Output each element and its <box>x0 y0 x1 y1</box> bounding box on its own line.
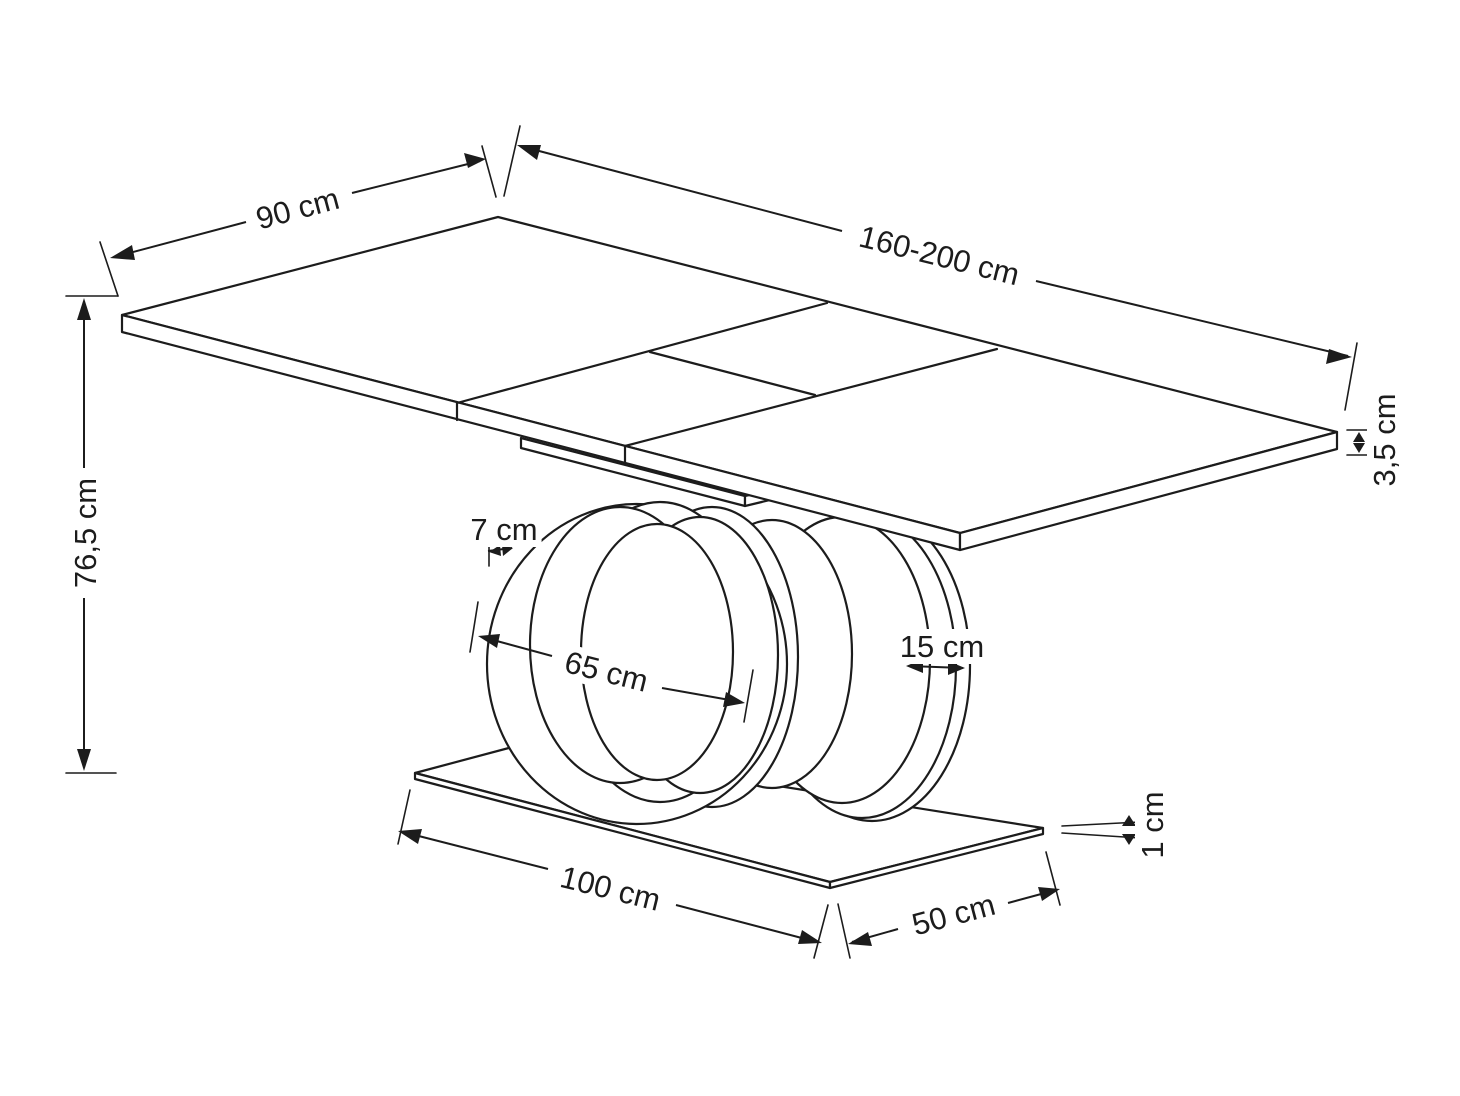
label-backing <box>1135 787 1170 863</box>
base-thickness-label: 1 cm <box>1135 791 1170 858</box>
top-thickness-label: 3,5 cm <box>1367 393 1402 486</box>
base-width-label: 50 cm <box>908 887 999 943</box>
label-backing <box>466 512 542 547</box>
base-length-label: 100 cm <box>557 859 664 918</box>
table-top <box>120 215 1339 552</box>
label-backing <box>904 885 1003 944</box>
label-backing <box>1367 389 1402 491</box>
dimension-height: 76,5 cm <box>65 295 119 774</box>
dimension-ring-depth: 15 cm <box>895 629 989 675</box>
ring-depth-label: 15 cm <box>900 629 984 664</box>
label-backing <box>552 858 668 919</box>
dimension-base-thickness: 1 cm <box>1061 787 1170 863</box>
width-label: 90 cm <box>252 181 343 237</box>
label-backing <box>557 643 656 700</box>
dimension-top-thickness: 3,5 cm <box>1346 389 1402 491</box>
height-label: 76,5 cm <box>68 478 103 588</box>
ring-thickness-label: 7 cm <box>470 512 537 547</box>
label-backing <box>248 179 347 238</box>
label-backing <box>895 629 989 664</box>
label-backing <box>68 473 103 593</box>
dimension-ring-thickness: 7 cm <box>466 512 542 567</box>
label-backing <box>851 217 1027 294</box>
length-label: 160-200 cm <box>856 219 1023 293</box>
